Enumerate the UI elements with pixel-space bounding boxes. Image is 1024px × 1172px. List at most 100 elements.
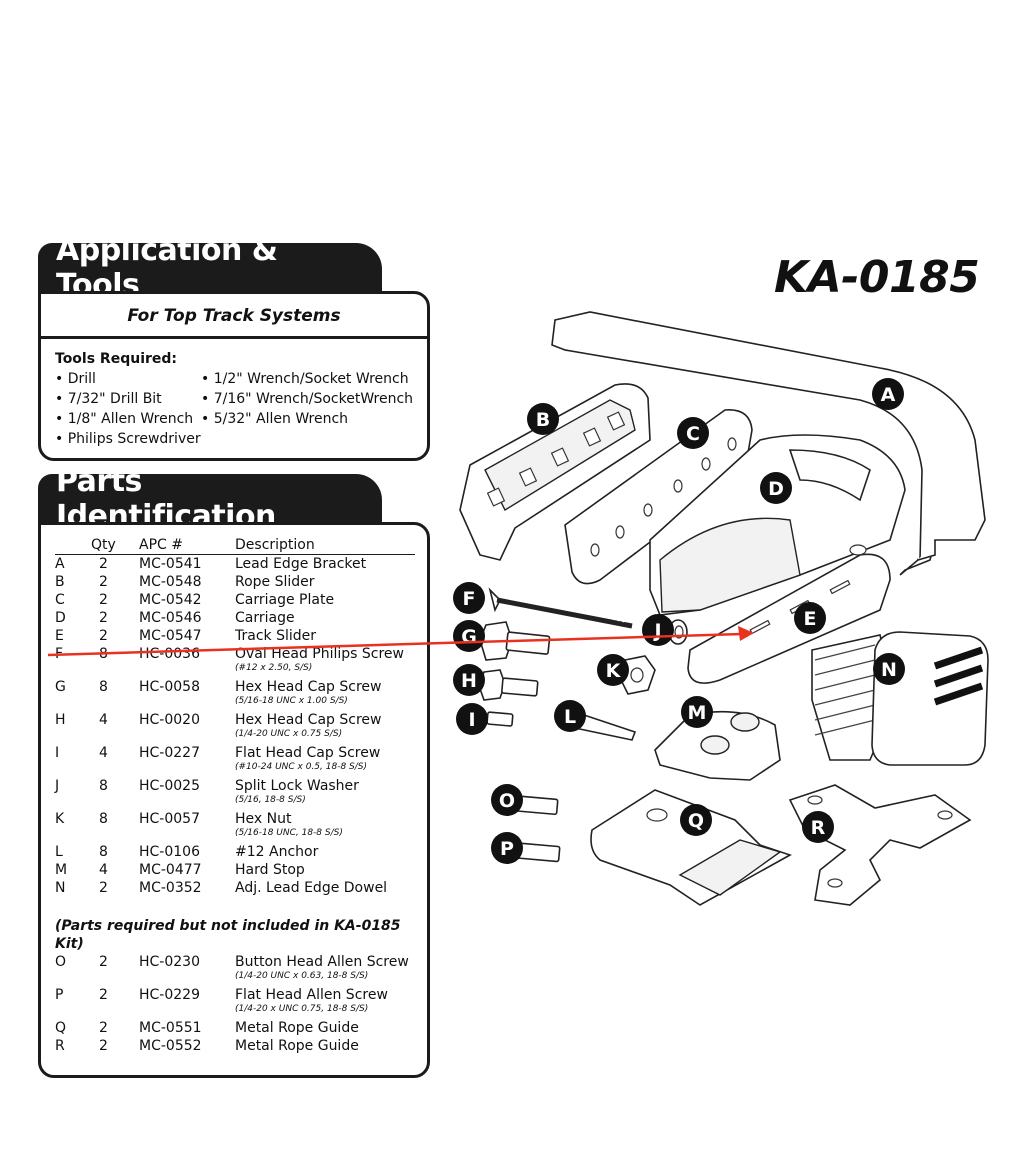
badge-i: I — [456, 703, 488, 735]
part-spec: (#10-24 UNC x 0.5, 18-8 S/S) — [235, 762, 368, 772]
application-subtitle: For Top Track Systems — [127, 306, 341, 326]
part-letter: G — [55, 679, 66, 695]
application-tools-panel: For Top Track Systems Tools Required: • … — [38, 291, 430, 461]
part-description: #12 Anchor — [235, 844, 319, 860]
not-included-note: (Parts required but not included in KA-0… — [55, 918, 401, 952]
badge-i-label: I — [468, 709, 475, 731]
badge-o-label: O — [499, 790, 515, 812]
part-qty: 2 — [99, 954, 108, 970]
part-apc: HC-0227 — [139, 745, 200, 761]
badge-q: Q — [680, 804, 712, 836]
part-spec: (1/4-20 UNC x 0.63, 18-8 S/S) — [235, 971, 369, 981]
badge-h: H — [453, 664, 485, 696]
part-qty: 2 — [99, 574, 108, 590]
part-letter: N — [55, 880, 66, 896]
part-description-cell: Flat Head Cap Screw(#10-24 UNC x 0.5, 18… — [235, 744, 415, 777]
part-description: Lead Edge Bracket — [235, 556, 367, 572]
part-qty: 4 — [99, 745, 108, 761]
part-letter: P — [55, 987, 64, 1003]
part-description-cell: Split Lock Washer(5/16, 18-8 S/S) — [235, 777, 415, 810]
part-description-cell: Carriage — [235, 609, 415, 627]
part-q-metal-rope-guide — [590, 789, 792, 906]
badge-n: N — [873, 653, 905, 685]
header-letter — [55, 537, 89, 555]
part-apc: MC-0352 — [139, 880, 202, 896]
part-description-cell: Rope Slider — [235, 573, 415, 591]
parts-row-h: H 4 HC-0020 Hex Head Cap Screw(1/4-20 UNC x… — [55, 711, 415, 744]
application-tools-tab: Application & Tools — [38, 233, 382, 303]
part-spec: (1/4-20 UNC x 0.75 S/S) — [235, 729, 343, 739]
part-letter: J — [55, 778, 60, 794]
badge-a: A — [872, 378, 904, 410]
badge-f: F — [453, 582, 485, 614]
header-apc: APC # — [139, 537, 235, 555]
part-description: Hex Head Cap Screw — [235, 679, 382, 695]
badge-p: P — [491, 832, 523, 864]
part-letter: K — [55, 811, 65, 827]
tool-item: • 1/8" Allen Wrench — [55, 411, 194, 427]
part-spec: (5/16, 18-8 S/S) — [235, 795, 306, 805]
part-apc: HC-0229 — [139, 987, 200, 1003]
badge-d: D — [760, 472, 792, 504]
tools-required-heading: Tools Required: — [55, 351, 178, 367]
part-apc: MC-0546 — [139, 610, 202, 626]
part-letter: L — [55, 844, 63, 860]
tool-item: • 1/2" Wrench/Socket Wrench — [201, 371, 409, 387]
tool-item: • 7/32" Drill Bit — [55, 391, 162, 407]
part-description: Split Lock Washer — [235, 778, 359, 794]
part-qty: 4 — [99, 712, 108, 728]
part-k-hex-nut — [619, 655, 656, 695]
tool-item: • Philips Screwdriver — [55, 431, 201, 447]
part-apc: MC-0541 — [139, 556, 202, 572]
badge-n-label: N — [881, 659, 897, 681]
part-qty: 8 — [99, 811, 108, 827]
badge-p-label: P — [500, 838, 514, 860]
part-description-cell: #12 Anchor — [235, 843, 415, 861]
tool-item: • Drill — [55, 371, 96, 387]
part-letter: H — [55, 712, 66, 728]
part-description: Carriage — [235, 610, 295, 626]
part-letter: C — [55, 592, 65, 608]
part-description: Metal Rope Guide — [235, 1038, 359, 1054]
part-spec: (#12 x 2.50, S/S) — [235, 663, 313, 673]
part-letter: D — [55, 610, 66, 626]
badge-g-label: G — [461, 626, 477, 648]
part-description-cell: Adj. Lead Edge Dowel — [235, 879, 415, 897]
part-qty: 2 — [99, 987, 108, 1003]
badge-q-label: Q — [688, 810, 704, 832]
part-qty: 2 — [99, 628, 108, 644]
badge-b: B — [527, 403, 559, 435]
part-letter: A — [55, 556, 65, 572]
badge-h-label: H — [461, 670, 477, 692]
part-letter: E — [55, 628, 64, 644]
part-letter: M — [55, 862, 68, 878]
part-apc: HC-0020 — [139, 712, 200, 728]
part-letter: O — [55, 954, 67, 970]
badge-e: E — [794, 602, 826, 634]
part-description: Hex Head Cap Screw — [235, 712, 382, 728]
part-description: Track Slider — [235, 628, 317, 644]
badge-j-label: J — [652, 620, 661, 642]
part-description-cell: Hex Head Cap Screw(5/16-18 UNC x 1.00 S/… — [235, 678, 415, 711]
part-description: Button Head Allen Screw — [235, 954, 409, 970]
badge-l-label: L — [564, 706, 576, 728]
part-h-hex-cap-screw — [478, 669, 539, 701]
part-description: Adj. Lead Edge Dowel — [235, 880, 388, 896]
part-description: Carriage Plate — [235, 592, 335, 608]
part-r-metal-rope-guide — [788, 784, 972, 906]
badge-b-label: B — [536, 409, 550, 431]
part-qty: 2 — [99, 592, 108, 608]
part-description: Flat Head Cap Screw — [235, 745, 381, 761]
part-i-flat-head-screw — [486, 711, 514, 727]
